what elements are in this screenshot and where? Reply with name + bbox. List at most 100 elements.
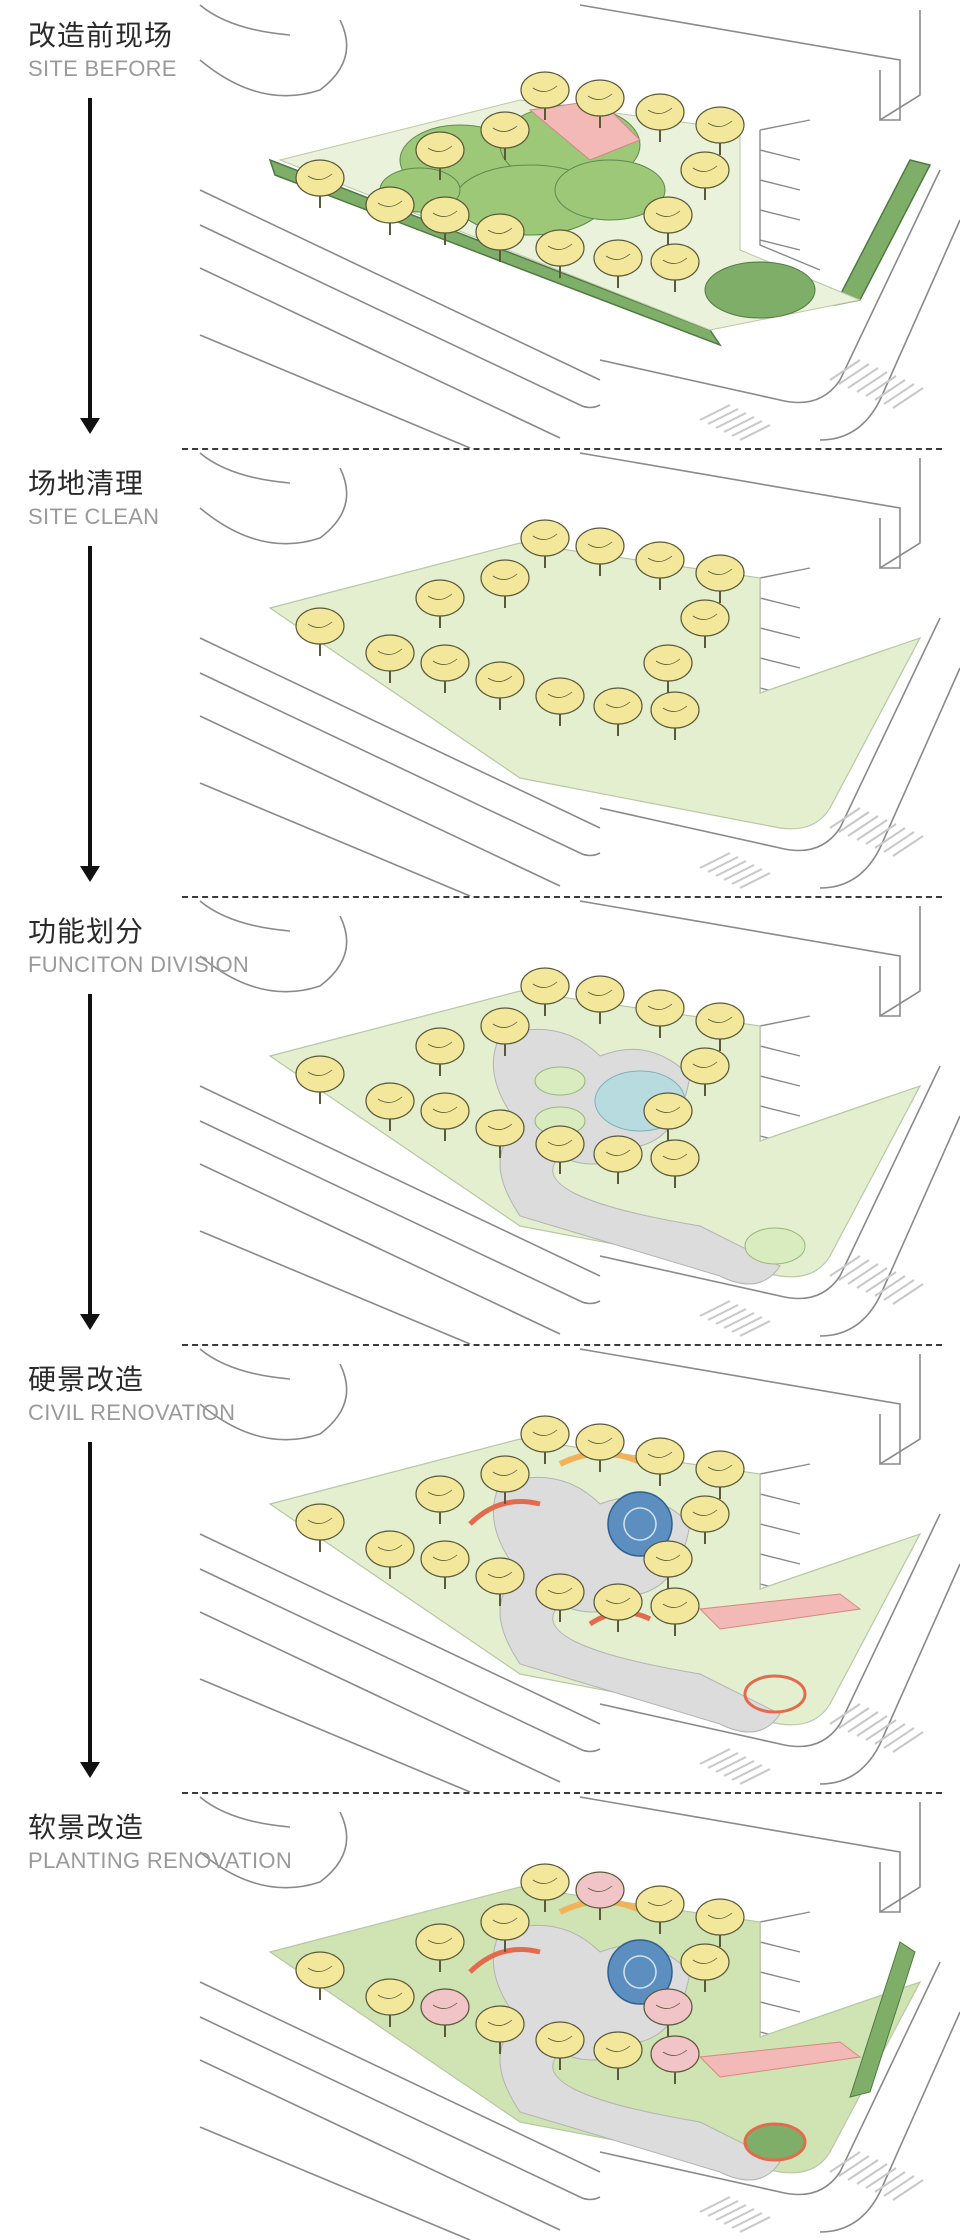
site-lawn	[268, 542, 922, 830]
street-curve	[599, 1065, 941, 1300]
road-line	[199, 1981, 601, 2173]
tree-icon	[365, 1530, 415, 1579]
tree-icon	[475, 213, 525, 262]
tree-icon	[475, 2005, 525, 2054]
stage-divider	[182, 1792, 942, 1794]
lawn-circle	[744, 1227, 806, 1265]
building-outline	[879, 1802, 921, 1913]
tree-icon	[535, 1573, 585, 1622]
tree-icon	[420, 1092, 470, 1141]
tree-icon	[635, 989, 685, 1038]
road-line	[199, 782, 471, 896]
tree-icon	[415, 1475, 465, 1524]
crosswalk	[699, 1703, 924, 1785]
tree-icon	[520, 967, 570, 1016]
stage-site-before: 改造前现场 SITE BEFORE	[0, 0, 960, 448]
planting-strip	[698, 1593, 862, 1630]
road-line	[199, 1611, 561, 1783]
tree-icon	[635, 541, 685, 590]
lawn-circle	[534, 1066, 586, 1096]
context-linework	[199, 1796, 960, 2240]
building-outline	[879, 458, 921, 569]
stage-site-clean: 场地清理 SITE CLEAN	[0, 448, 960, 896]
tree-icon	[650, 691, 700, 740]
building-outline	[879, 906, 921, 1017]
building-outline	[879, 10, 921, 121]
road-line	[199, 715, 561, 887]
planting-renovation-diagram	[199, 1796, 960, 2240]
tree-icon	[365, 1978, 415, 2027]
tree-icon	[680, 599, 730, 648]
tree-icon	[475, 1557, 525, 1606]
shrub-mass	[554, 159, 666, 221]
function-division-diagram	[199, 900, 960, 1344]
water-feature	[607, 1939, 673, 2005]
building-outline	[579, 452, 901, 569]
tree-icon	[535, 677, 585, 726]
tree-icon	[520, 519, 570, 568]
road-curve	[199, 467, 348, 545]
process-arrow-head	[80, 1762, 100, 1778]
tree-icon	[643, 644, 693, 693]
tree-icon	[535, 1125, 585, 1174]
tree-icon	[680, 1943, 730, 1992]
context-linework	[199, 1348, 960, 1792]
building-outline	[579, 1796, 901, 1913]
street-curve	[599, 617, 941, 852]
round-seat	[743, 2122, 807, 2162]
context-linework	[199, 900, 960, 1344]
tree-icon	[365, 634, 415, 683]
crosswalk	[699, 1255, 924, 1337]
road-curve	[199, 900, 291, 932]
building-outline	[579, 900, 901, 1017]
process-arrow-head	[80, 866, 100, 882]
tree-icon	[695, 554, 745, 603]
tree-icon	[295, 1503, 345, 1552]
road-line	[199, 637, 601, 829]
tree-icon	[680, 151, 730, 200]
road-line	[199, 1085, 601, 1277]
road-line	[199, 189, 601, 381]
tree-icon	[635, 1437, 685, 1486]
parking-stalls	[759, 119, 821, 271]
process-arrow-head	[80, 418, 100, 434]
tree-icon	[593, 2031, 643, 2080]
tree-icon	[695, 1898, 745, 1947]
road-line	[199, 1533, 601, 1725]
tree-icon	[643, 196, 693, 245]
road-line	[199, 1163, 561, 1335]
tree-icon	[480, 1455, 530, 1504]
tree-icon	[420, 1540, 470, 1589]
stage-function-division: 功能划分 FUNCITON DIVISION	[0, 896, 960, 1344]
tree-icon	[643, 1540, 693, 1589]
stage-divider	[182, 1344, 942, 1346]
tree-icon	[643, 1092, 693, 1141]
tree-icon	[415, 131, 465, 180]
stage-civil-renovation: 硬景改造 CIVIL RENOVATION	[0, 1344, 960, 1792]
road-line	[199, 2059, 561, 2231]
tree-icon	[650, 1139, 700, 1188]
tree-icon	[480, 559, 530, 608]
stage-title-en: FUNCITON DIVISION	[28, 952, 250, 977]
civil-renovation-diagram	[199, 1348, 960, 1792]
tree-icon	[480, 1903, 530, 1952]
tree-icon	[480, 111, 530, 160]
road-curve	[199, 1796, 291, 1828]
road-line	[199, 1230, 471, 1344]
tree-icon	[635, 1885, 685, 1934]
tree-icon	[535, 229, 585, 278]
tree-icon	[420, 1988, 470, 2037]
road-curve	[199, 19, 348, 97]
tree-icon	[680, 1047, 730, 1096]
tree-icon	[520, 1415, 570, 1464]
road-curve	[199, 1348, 291, 1380]
street-curve	[819, 1115, 960, 1337]
process-arrow	[88, 98, 92, 418]
stage-title-en: SITE BEFORE	[28, 56, 177, 81]
process-arrow	[88, 546, 92, 866]
tree-icon	[520, 71, 570, 120]
street-curve	[819, 2011, 960, 2233]
road-curve	[199, 915, 348, 993]
tree-icon	[575, 79, 625, 128]
road-line	[199, 1120, 601, 1305]
